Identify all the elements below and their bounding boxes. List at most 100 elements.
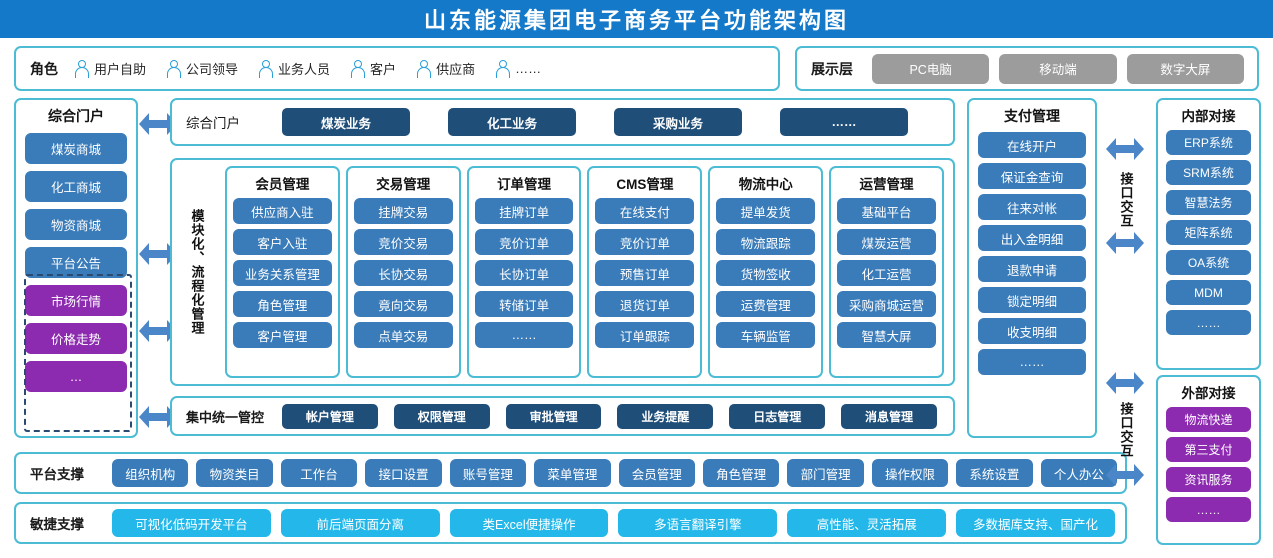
portal-item-market-quotes[interactable]: 市场行情 xyxy=(25,285,127,316)
module-item[interactable]: 业务关系管理 xyxy=(233,260,332,286)
portal-item-materials-mall[interactable]: 物资商城 xyxy=(25,209,127,240)
module-item[interactable]: …… xyxy=(474,322,574,348)
platform-item-department[interactable]: 部门管理 xyxy=(787,459,864,487)
portal-item-coal-mall[interactable]: 煤炭商城 xyxy=(25,133,127,164)
control-item-reminder[interactable]: 业务提醒 xyxy=(617,403,714,429)
control-item-approval[interactable]: 审批管理 xyxy=(505,403,602,429)
payment-item-open-account[interactable]: 在线开户 xyxy=(978,132,1086,158)
module-item[interactable]: 挂牌订单 xyxy=(474,198,574,224)
module-item[interactable]: 竞价订单 xyxy=(595,229,695,255)
presentation-item-mobile[interactable]: 移动端 xyxy=(999,53,1117,84)
business-item-chemical[interactable]: 化工业务 xyxy=(448,108,576,136)
platform-item-operation-right[interactable]: 操作权限 xyxy=(871,459,949,487)
role-item[interactable]: 供应商 xyxy=(416,59,475,78)
external-item-news-service[interactable]: 资讯服务 xyxy=(1166,467,1251,492)
agile-item-lowcode[interactable]: 可视化低码开发平台 xyxy=(112,509,271,537)
internal-item-more[interactable]: …… xyxy=(1166,310,1251,335)
module-item[interactable]: 竟向交易 xyxy=(353,291,453,317)
agile-item-database[interactable]: 多数据库支持、国产化 xyxy=(956,509,1115,537)
agile-item-excel[interactable]: 类Excel便捷操作 xyxy=(449,509,609,537)
module-item[interactable]: 提单发货 xyxy=(716,198,816,224)
portal-item-chemical-mall[interactable]: 化工商城 xyxy=(25,171,127,202)
role-label: 公司领导 xyxy=(186,62,239,77)
presentation-item-bigscreen[interactable]: 数字大屏 xyxy=(1126,53,1244,84)
module-column-operation: 运营管理 基础平台 煤炭运营 化工运营 采购商城运营 智慧大屏 xyxy=(829,166,944,378)
external-item-logistics[interactable]: 物流快递 xyxy=(1166,407,1251,432)
platform-item-interface[interactable]: 接口设置 xyxy=(365,459,442,487)
module-item[interactable]: 智慧大屏 xyxy=(837,322,936,348)
module-item[interactable]: 角色管理 xyxy=(233,291,332,317)
internal-item-erp[interactable]: ERP系统 xyxy=(1166,130,1251,155)
control-item-account[interactable]: 帐户管理 xyxy=(282,403,378,429)
platform-item-personal-office[interactable]: 个人办公 xyxy=(1040,459,1118,487)
module-item[interactable]: 点单交易 xyxy=(353,322,453,348)
agile-item-performance[interactable]: 高性能、灵活拓展 xyxy=(787,509,947,537)
internal-item-oa[interactable]: OA系统 xyxy=(1166,250,1251,275)
module-item[interactable]: 订单跟踪 xyxy=(595,322,695,348)
module-item[interactable]: 挂牌交易 xyxy=(353,198,453,224)
internal-item-srm[interactable]: SRM系统 xyxy=(1166,160,1251,185)
module-item[interactable]: 长协订单 xyxy=(474,260,574,286)
payment-item-income-detail[interactable]: 收支明细 xyxy=(978,318,1086,344)
agile-support-row: 敏捷支撑 可视化低码开发平台 前后端页面分离 类Excel便捷操作 多语言翻译引… xyxy=(14,502,1127,544)
control-item-log[interactable]: 日志管理 xyxy=(729,403,826,429)
platform-item-menu[interactable]: 菜单管理 xyxy=(534,459,611,487)
payment-item-lock-detail[interactable]: 锁定明细 xyxy=(978,287,1086,313)
internal-item-mdm[interactable]: MDM xyxy=(1166,280,1251,305)
payment-item-more[interactable]: …… xyxy=(978,349,1086,375)
role-item[interactable]: 公司领导 xyxy=(166,59,238,78)
role-item[interactable]: 用户自助 xyxy=(74,59,146,78)
external-item-thirdparty-pay[interactable]: 第三支付 xyxy=(1166,437,1251,462)
module-item[interactable]: 长协交易 xyxy=(353,260,453,286)
business-item-coal[interactable]: 煤炭业务 xyxy=(282,108,410,136)
business-item-more[interactable]: …… xyxy=(780,108,908,136)
control-item-permission[interactable]: 权限管理 xyxy=(393,403,490,429)
module-item[interactable]: 运费管理 xyxy=(716,291,816,317)
module-item[interactable]: 货物签收 xyxy=(716,260,816,286)
internal-item-legal[interactable]: 智慧法务 xyxy=(1166,190,1251,215)
interface-label-top-text: 接口交互 xyxy=(1118,172,1134,228)
agile-item-translation[interactable]: 多语言翻译引擎 xyxy=(618,509,778,537)
role-label: …… xyxy=(515,61,542,76)
module-item[interactable]: 退货订单 xyxy=(595,291,695,317)
business-item-procurement[interactable]: 采购业务 xyxy=(614,108,742,136)
platform-item-category[interactable]: 物资类目 xyxy=(196,459,273,487)
module-item[interactable]: 煤炭运营 xyxy=(837,229,936,255)
module-item[interactable]: 供应商入驻 xyxy=(233,198,332,224)
internal-item-matrix[interactable]: 矩阵系统 xyxy=(1166,220,1251,245)
payment-item-reconciliation[interactable]: 往来对帐 xyxy=(978,194,1086,220)
module-item[interactable]: 客户入驻 xyxy=(233,229,332,255)
platform-item-role[interactable]: 角色管理 xyxy=(702,459,780,487)
module-item[interactable]: 在线支付 xyxy=(595,198,695,224)
agile-item-separation[interactable]: 前后端页面分离 xyxy=(280,509,440,537)
role-item[interactable]: 客户 xyxy=(350,59,396,78)
role-item[interactable]: …… xyxy=(495,59,542,78)
module-item[interactable]: 采购商城运营 xyxy=(837,291,936,317)
payment-item-cashflow-detail[interactable]: 出入金明细 xyxy=(978,225,1086,251)
module-item[interactable]: 竞价订单 xyxy=(474,229,574,255)
arrow-interface-bottom-1 xyxy=(1106,372,1144,394)
platform-item-system-setting[interactable]: 系统设置 xyxy=(956,459,1033,487)
role-item[interactable]: 业务人员 xyxy=(258,59,330,78)
control-item-message[interactable]: 消息管理 xyxy=(841,403,937,429)
presentation-item-pc[interactable]: PC电脑 xyxy=(872,53,990,84)
central-control-row: 集中统一管控 帐户管理 权限管理 审批管理 业务提醒 日志管理 消息管理 xyxy=(170,396,955,436)
module-item[interactable]: 基础平台 xyxy=(837,198,936,224)
module-item[interactable]: 客户管理 xyxy=(233,322,332,348)
module-item[interactable]: 物流跟踪 xyxy=(716,229,816,255)
portal-item-announcement[interactable]: 平台公告 xyxy=(25,247,127,278)
external-item-more[interactable]: …… xyxy=(1166,497,1251,522)
module-item[interactable]: 化工运营 xyxy=(837,260,936,286)
platform-item-account[interactable]: 账号管理 xyxy=(449,459,527,487)
payment-item-refund[interactable]: 退款申请 xyxy=(978,256,1086,282)
module-item[interactable]: 车辆监管 xyxy=(716,322,816,348)
payment-item-deposit-query[interactable]: 保证金查询 xyxy=(978,163,1086,189)
module-item[interactable]: 竞价交易 xyxy=(353,229,453,255)
portal-item-more[interactable]: … xyxy=(25,361,127,392)
portal-item-price-trend[interactable]: 价格走势 xyxy=(25,323,127,354)
platform-item-org[interactable]: 组织机构 xyxy=(112,459,189,487)
platform-item-workbench[interactable]: 工作台 xyxy=(280,459,358,487)
platform-item-member[interactable]: 会员管理 xyxy=(618,459,695,487)
module-item[interactable]: 预售订单 xyxy=(595,260,695,286)
module-item[interactable]: 转储订单 xyxy=(474,291,574,317)
